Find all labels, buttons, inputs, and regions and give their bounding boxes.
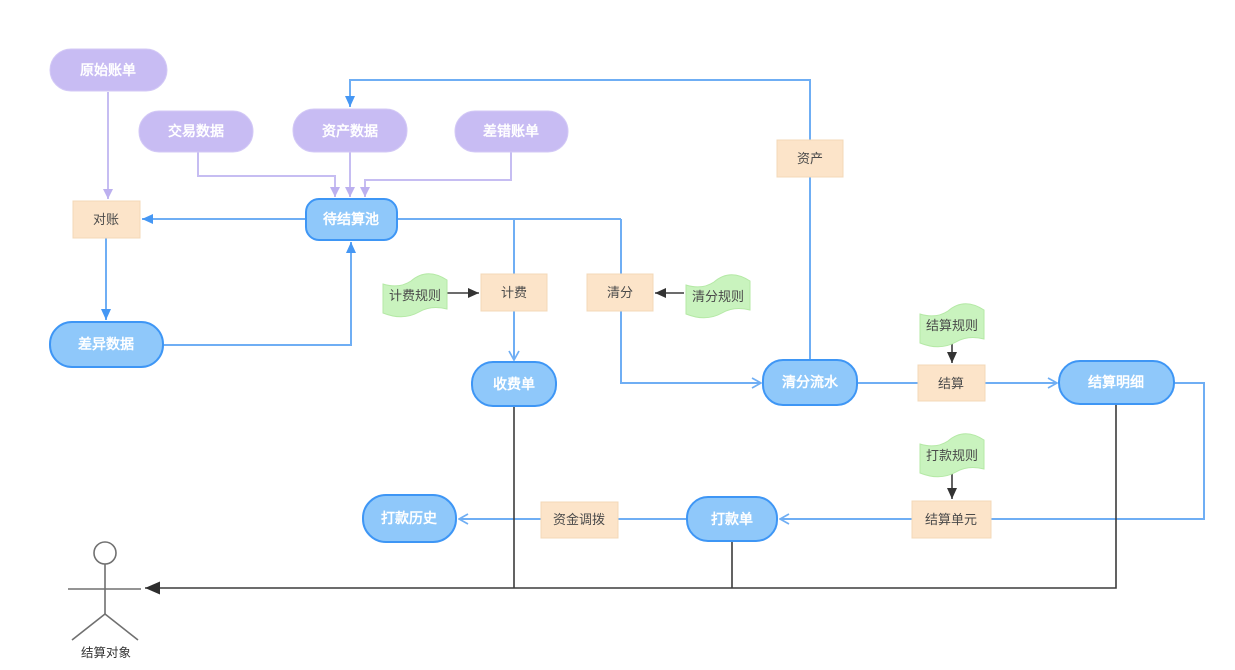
- node-clearing-rules: 清分规则: [685, 274, 751, 319]
- node-settlement-detail: 结算明细: [1058, 360, 1175, 405]
- node-payment-history-label: 打款历史: [381, 510, 438, 526]
- node-difference-data-label: 差异数据: [78, 336, 134, 352]
- actor-settlement-target: 结算对象: [68, 541, 141, 660]
- node-clearing-label: 清分: [607, 285, 633, 300]
- node-payment-history: 打款历史: [362, 494, 457, 543]
- node-asset-data: 资产数据: [292, 108, 408, 153]
- node-clearing-flow: 清分流水: [762, 359, 858, 406]
- node-original-bill-label: 原始账单: [80, 62, 136, 78]
- node-billing: 计费: [480, 273, 548, 312]
- edge-settlement-detail-to-payment-bill: [780, 382, 1205, 519]
- node-clearing: 清分: [586, 273, 654, 312]
- node-asset-label: 资产: [797, 151, 823, 166]
- node-settlement-unit: 结算单元: [911, 500, 992, 539]
- node-settlement-rules: 结算规则: [919, 303, 985, 348]
- node-payment-bill-label: 打款单: [711, 511, 753, 527]
- node-payment-rules: 打款规则: [919, 433, 985, 478]
- node-payment-bill: 打款单: [686, 496, 778, 542]
- node-pending-pool: 待结算池: [305, 198, 398, 241]
- node-settlement-label: 结算: [938, 376, 964, 391]
- node-fund-transfer: 资金调拨: [540, 501, 619, 539]
- edge-difference-data-to-pool: [163, 242, 356, 346]
- edge-clearing-to-clearing-flow: [620, 311, 761, 383]
- node-pending-pool-label: 待结算池: [323, 211, 379, 227]
- node-settlement-detail-label: 结算明细: [1088, 374, 1144, 390]
- node-reconciliation: 对账: [72, 200, 141, 239]
- node-reconciliation-label: 对账: [93, 212, 119, 227]
- edge-transaction-data-to-pool: [197, 152, 340, 197]
- node-fund-transfer-label: 资金调拨: [553, 512, 605, 527]
- node-clearing-rules-label: 清分规则: [692, 289, 744, 304]
- node-asset: 资产: [776, 139, 844, 178]
- node-billing-label: 计费: [501, 285, 527, 300]
- node-settlement: 结算: [917, 364, 986, 402]
- nodes: 原始账单 交易数据 资产数据 差错账单 对账 待结算池 差异数据 计费规则: [49, 48, 1175, 660]
- node-error-bill-label: 差错账单: [483, 123, 539, 139]
- node-transaction-data: 交易数据: [138, 110, 254, 153]
- node-error-bill: 差错账单: [454, 110, 569, 153]
- node-fee-bill: 收费单: [471, 361, 557, 407]
- edges: [101, 79, 1205, 595]
- node-transaction-data-label: 交易数据: [168, 123, 224, 139]
- edge-error-bill-to-pool: [360, 152, 512, 197]
- actor-head: [93, 541, 117, 565]
- node-billing-rules-label: 计费规则: [389, 288, 441, 303]
- node-billing-rules: 计费规则: [382, 273, 448, 318]
- node-original-bill: 原始账单: [49, 48, 168, 92]
- node-payment-rules-label: 打款规则: [926, 448, 978, 463]
- node-clearing-flow-label: 清分流水: [782, 374, 839, 390]
- node-settlement-rules-label: 结算规则: [926, 318, 978, 333]
- edge-settlement-detail-to-actor: [145, 404, 1117, 595]
- node-fee-bill-label: 收费单: [493, 376, 535, 392]
- node-difference-data: 差异数据: [49, 321, 164, 368]
- actor-legs: [71, 613, 139, 641]
- actor-label: 结算对象: [81, 645, 131, 660]
- node-settlement-unit-label: 结算单元: [925, 512, 977, 527]
- node-asset-data-label: 资产数据: [322, 123, 378, 139]
- edge-clearing-flow-to-asset-data: [345, 79, 811, 360]
